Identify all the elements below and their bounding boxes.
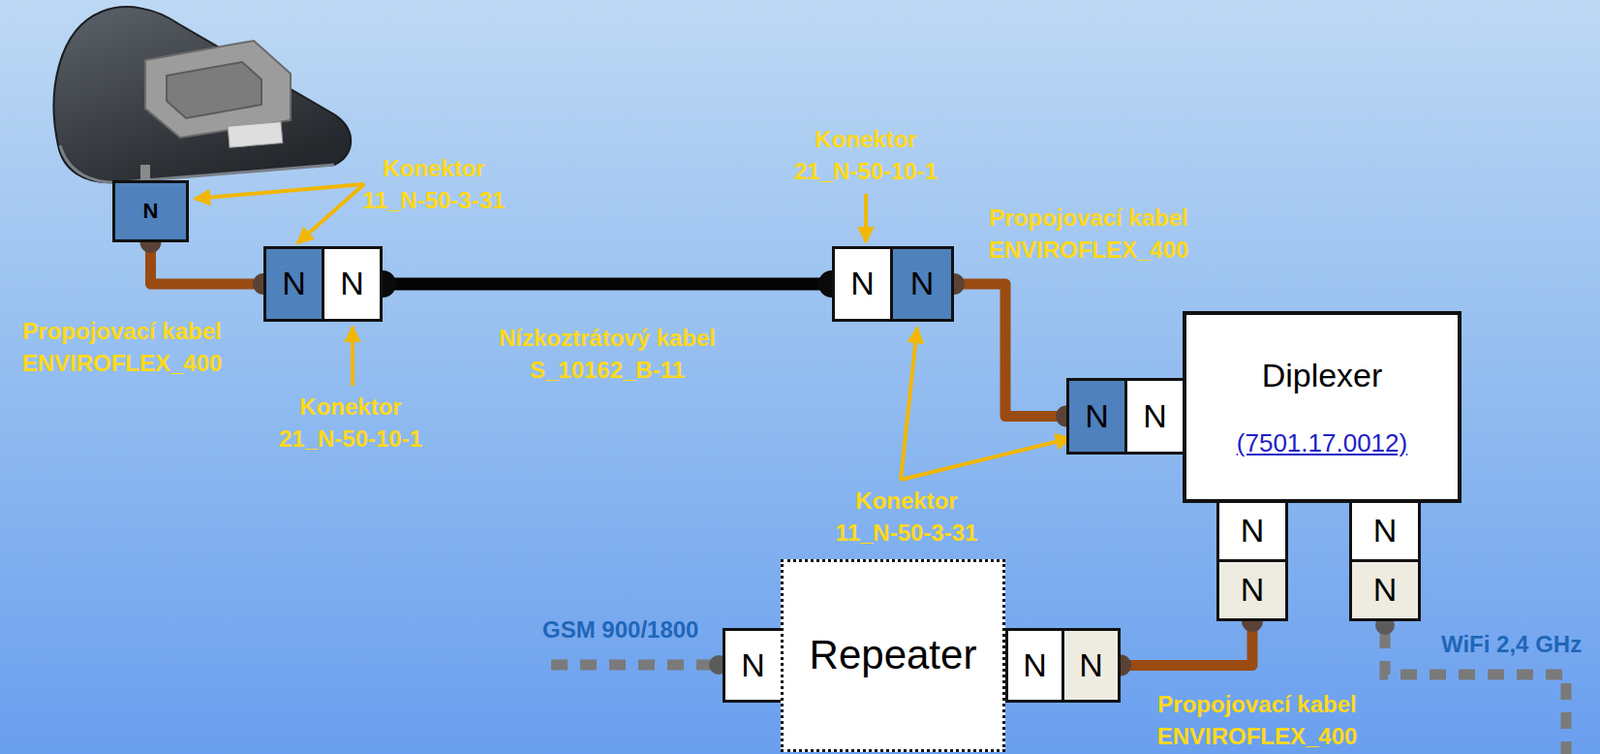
- cable: [953, 283, 1067, 417]
- cable: [1120, 620, 1253, 666]
- node-title: N: [910, 264, 935, 303]
- node-title: N: [740, 646, 766, 684]
- part-label: Konektor 21_N-50-10-1: [787, 123, 945, 187]
- node-title: N: [1373, 511, 1398, 550]
- connector-box: N: [1061, 627, 1121, 703]
- node-title: N: [1240, 511, 1265, 550]
- gsm-signal-line: [551, 659, 715, 671]
- node-title: N: [1142, 397, 1168, 435]
- signal-label: WiFi 2,4 GHz: [1441, 627, 1582, 660]
- part-label: Konektor 11_N-50-3-31: [828, 484, 985, 549]
- connector-box: N: [1124, 377, 1186, 455]
- antenna-mount-slot: [166, 61, 262, 119]
- cables: [140, 231, 1264, 677]
- signal-label: GSM 900/1800: [542, 613, 699, 646]
- part-label: Propojovací kabel ENVIROFLEX_400: [1145, 687, 1369, 752]
- connector-box: N: [890, 246, 954, 322]
- node-title: N: [1240, 570, 1265, 609]
- connector-box: N: [1216, 558, 1289, 621]
- cable: [151, 242, 265, 284]
- connector-box: N: [831, 246, 893, 322]
- node-title: Diplexer: [1261, 356, 1384, 395]
- part-label: Propojovací kabel ENVIROFLEX_400: [977, 201, 1200, 266]
- connector-box: N: [722, 627, 784, 703]
- node-subtitle: (7501.17.0012): [1236, 429, 1408, 459]
- node-title: N: [339, 264, 365, 303]
- antenna-sticker: [227, 122, 283, 149]
- node-title: N: [850, 264, 875, 303]
- leader-arrow: [350, 326, 355, 386]
- antenna-base-edge: [60, 145, 335, 183]
- node-title: N: [281, 264, 307, 303]
- part-label: Propojovací kabel ENVIROFLEX_400: [10, 314, 234, 379]
- node-title: Repeater: [809, 631, 978, 678]
- connector-box: N: [321, 246, 383, 322]
- connector-box: N: [1349, 558, 1421, 621]
- leader-arrow: [194, 184, 365, 199]
- part-label: Nízkoztrátový kabel S_10162_B-11: [489, 321, 726, 386]
- connector-box: N: [1216, 499, 1289, 562]
- node-title: N: [1022, 646, 1047, 684]
- part-label: Konektor 11_N-50-3-31: [355, 152, 513, 216]
- node-title: N: [1078, 646, 1104, 684]
- leader-arrow: [863, 193, 868, 243]
- node-title: N: [143, 198, 159, 223]
- connector-box: N: [112, 180, 189, 243]
- diplexer-box: Diplexer (7501.17.0012): [1182, 310, 1462, 503]
- leader-arrow: [297, 184, 365, 244]
- cable: [382, 277, 832, 291]
- leader-lines: [194, 184, 1072, 480]
- repeater-box: Repeater: [780, 558, 1006, 752]
- connector-box: N: [1349, 499, 1421, 562]
- part-label: Konektor 21_N-50-10-1: [272, 390, 430, 455]
- node-title: N: [1084, 397, 1109, 435]
- antenna-housing: [54, 6, 352, 183]
- signal-lines: [551, 615, 1567, 754]
- connector-box: N: [263, 246, 325, 322]
- leader-arrow: [900, 437, 1072, 480]
- leader-arrow: [900, 327, 918, 480]
- connector-box: N: [1066, 377, 1128, 455]
- node-title: N: [1373, 570, 1398, 609]
- connector-box: N: [1005, 627, 1065, 703]
- antenna-illustration: [54, 6, 352, 183]
